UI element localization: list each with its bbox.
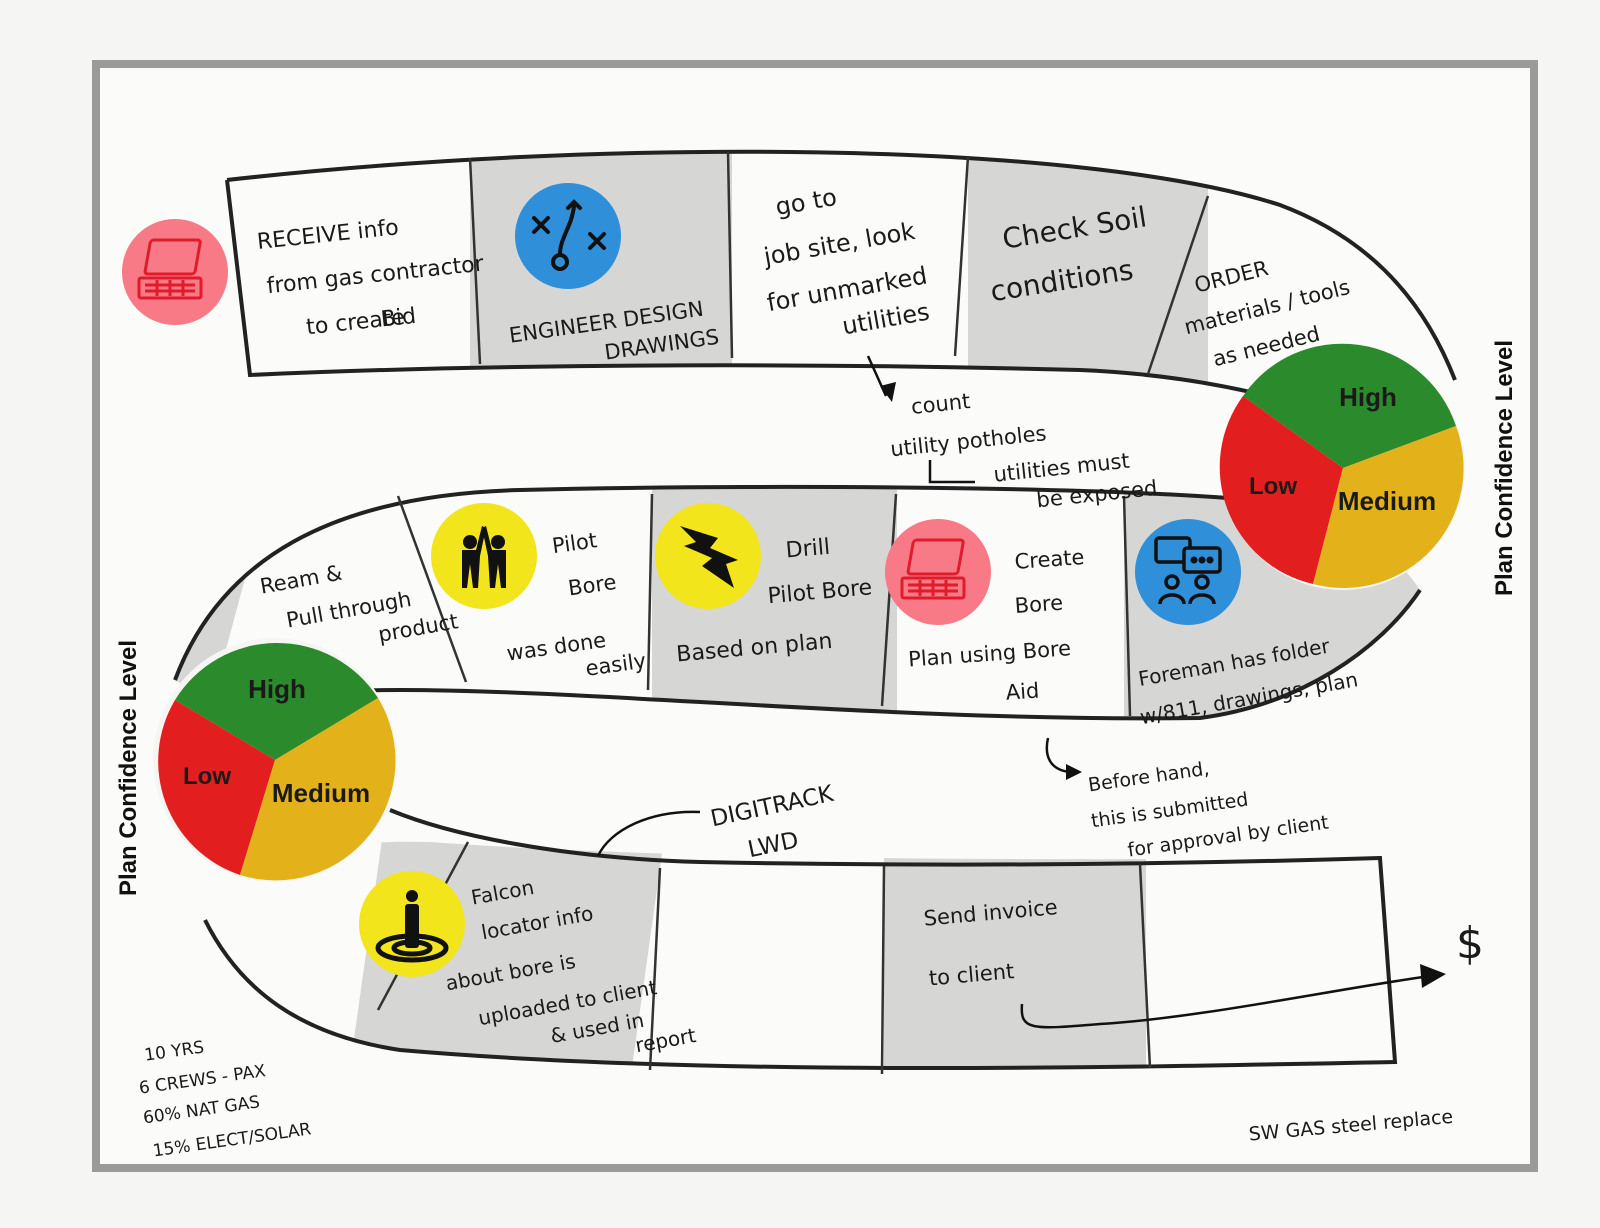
confidence-wheel-right: High Low Medium	[1219, 343, 1465, 590]
wheel-left-high	[175, 643, 378, 760]
confidence-label-left: Plan Confidence Level	[115, 640, 142, 896]
sticker-meeting	[1135, 519, 1241, 625]
confidence-label-right: Plan Confidence Level	[1491, 340, 1518, 596]
bottom-dividers	[376, 841, 1152, 1075]
wheel-right-medium	[1313, 426, 1464, 588]
sticker-laptop-2	[885, 519, 991, 625]
wheel-right-low-label: Low	[1249, 473, 1297, 500]
confidence-wheel-left: High Low Medium	[153, 638, 397, 882]
wheel-left-medium	[240, 698, 396, 881]
bottom-track-outline	[203, 808, 1398, 1071]
laptop-icon	[900, 538, 966, 600]
wheel-right-medium-label: Medium	[1338, 486, 1436, 516]
svg-text:count utility potholes: count utility potholes utilities must be…	[885, 370, 1158, 527]
wheel-left-low-label: Low	[183, 763, 231, 790]
dollar-sign: $	[1456, 918, 1484, 969]
bot-cell-shade-3	[884, 841, 1146, 1069]
wheel-right-high	[1243, 343, 1456, 468]
wheel-left-medium-label: Medium	[272, 778, 370, 808]
sticker-high-five	[431, 503, 537, 609]
arrow-head-icon	[1420, 964, 1446, 988]
wheel-right-low	[1219, 396, 1343, 584]
meeting-icon	[1154, 536, 1222, 605]
payment-arrow: $	[1020, 918, 1484, 1029]
strategy-icon	[532, 199, 606, 271]
sticker-lightning	[655, 503, 761, 609]
high-five-icon	[462, 526, 506, 588]
lightning-icon	[680, 526, 738, 588]
potholes-note: count utility potholes utilities must be…	[866, 355, 1158, 527]
wheel-left-high-label: High	[248, 674, 306, 704]
sticker-laptop-1	[122, 219, 228, 325]
middle-dividers	[396, 493, 1132, 717]
wheel-left-low	[158, 700, 275, 875]
laptop-icon	[137, 238, 203, 300]
sticker-strategy	[515, 183, 621, 289]
top-dividers	[468, 151, 1210, 375]
target-person-icon	[375, 890, 449, 963]
top-cell-shade-4	[968, 151, 1208, 400]
sticker-target-person	[359, 871, 465, 977]
wheel-right-high-label: High	[1339, 382, 1397, 412]
